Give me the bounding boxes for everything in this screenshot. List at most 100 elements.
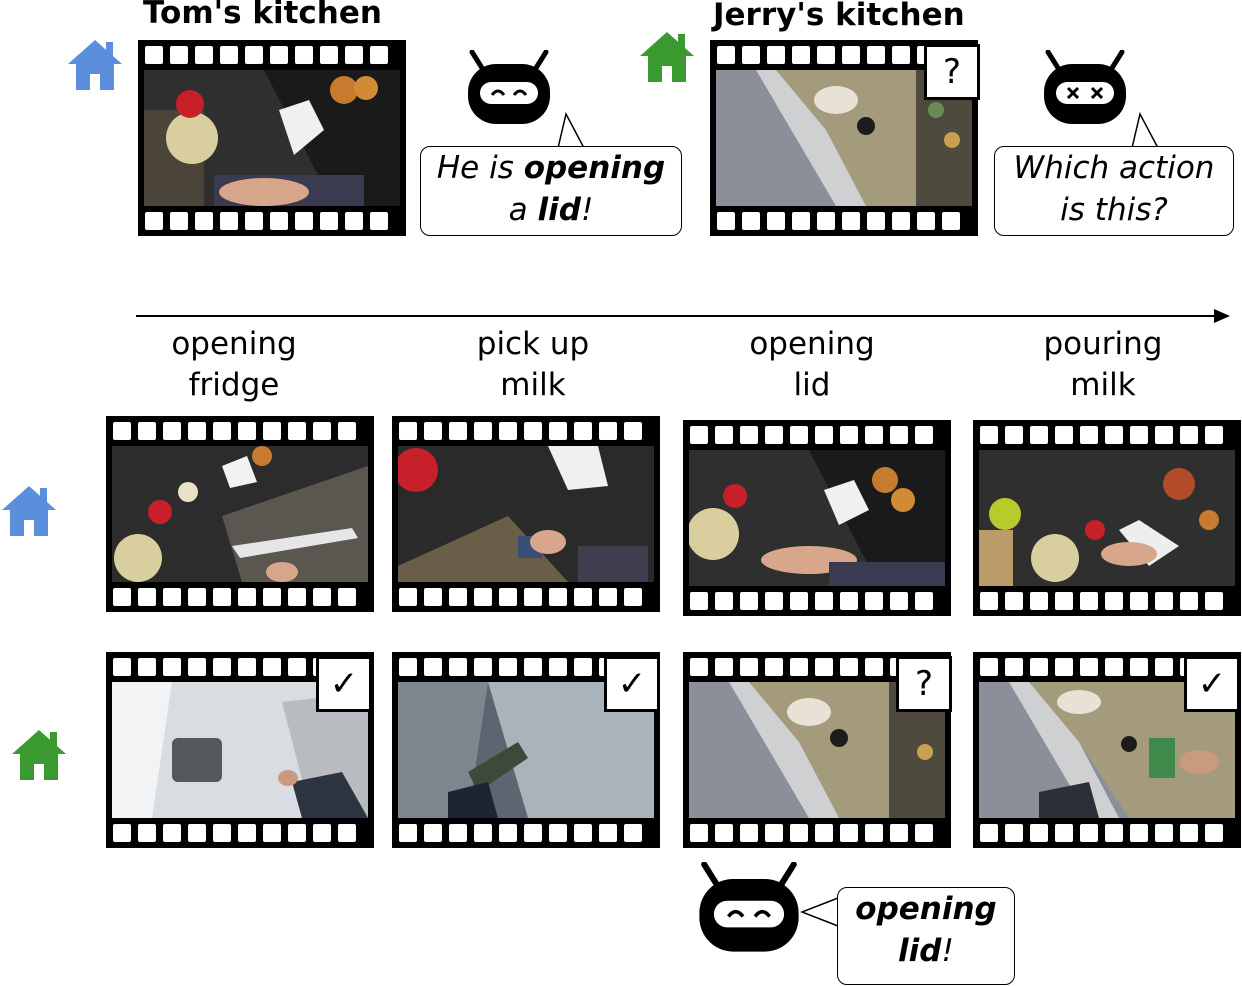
film-strip-tom-top [138,40,406,236]
film-sprocket-hole [942,212,960,230]
film-sprocket-hole [1030,658,1048,676]
question-icon: ? [896,656,952,712]
film-sprocket-hole [345,46,363,64]
film-sprocket-hole [865,658,883,676]
robot-icon-confused [1044,50,1126,124]
film-sprocket-hole [220,46,238,64]
film-sprocket-hole [767,46,785,64]
film-sprocket-hole [574,588,592,606]
film-sprocket-hole [1005,658,1023,676]
film-sprocket-hole [424,588,442,606]
film-strip-jerry-1 [106,652,374,848]
film-sprocket-hole [792,46,810,64]
film-sprocket-hole [113,422,131,440]
robot-speech-bubble-jerry: Which action is this? [994,146,1234,236]
film-sprocket-hole [624,588,642,606]
video-frame-tom-opening-fridge [112,446,368,582]
film-sprocket-hole [449,588,467,606]
film-sprocket-hole [288,588,306,606]
robot-speech-bubble-tom: He is opening a lid! [420,146,682,236]
video-frame-tom-pouring-milk [979,450,1235,586]
film-sprocket-hole [213,422,231,440]
film-sprocket-hole [792,212,810,230]
film-sprocket-hole [1155,592,1173,610]
house-icon-jerry [640,32,694,82]
film-sprocket-hole [917,212,935,230]
film-sprocket-hole [499,824,517,842]
film-sprocket-hole [915,426,933,444]
film-sprocket-hole [742,212,760,230]
film-sprocket-hole [188,658,206,676]
film-sprocket-hole [1080,592,1098,610]
film-sprocket-hole [1180,426,1198,444]
film-sprocket-hole [188,422,206,440]
film-sprocket-hole [474,588,492,606]
film-sprocket-hole [1130,824,1148,842]
film-sprocket-hole [1030,426,1048,444]
film-sprocket-hole [1080,658,1098,676]
film-sprocket-hole [1155,658,1173,676]
film-sprocket-hole [1030,824,1048,842]
video-frame-jerry-opening-fridge [112,682,368,818]
film-holes [710,206,978,236]
film-sprocket-hole [1080,426,1098,444]
film-sprocket-hole [263,824,281,842]
check-icon: ✓ [1184,656,1240,712]
check-icon: ✓ [316,656,372,712]
film-sprocket-hole [1005,824,1023,842]
film-sprocket-hole [740,426,758,444]
film-sprocket-hole [840,426,858,444]
film-sprocket-hole [163,658,181,676]
film-sprocket-hole [740,824,758,842]
film-sprocket-hole [1105,658,1123,676]
film-sprocket-hole [499,422,517,440]
film-sprocket-hole [1155,426,1173,444]
film-sprocket-hole [188,824,206,842]
film-sprocket-hole [188,588,206,606]
film-sprocket-hole [288,658,306,676]
film-sprocket-hole [767,212,785,230]
film-sprocket-hole [715,592,733,610]
film-sprocket-hole [817,46,835,64]
film-sprocket-hole [1055,592,1073,610]
film-sprocket-hole [499,588,517,606]
film-sprocket-hole [213,658,231,676]
film-sprocket-hole [399,588,417,606]
bubble-tail [1131,112,1159,149]
film-sprocket-hole [524,824,542,842]
film-sprocket-hole [549,588,567,606]
film-sprocket-hole [574,422,592,440]
film-sprocket-hole [574,824,592,842]
film-sprocket-hole [474,824,492,842]
film-sprocket-hole [840,592,858,610]
jerry-kitchen-title: Jerry's kitchen [713,0,965,33]
film-sprocket-hole [449,824,467,842]
film-sprocket-hole [1055,658,1073,676]
film-sprocket-hole [113,658,131,676]
film-sprocket-hole [399,658,417,676]
film-sprocket-hole [499,658,517,676]
film-sprocket-hole [270,212,288,230]
tom-kitchen-title: Tom's kitchen [143,0,382,31]
robot-icon-happy [468,50,550,124]
film-sprocket-hole [865,426,883,444]
film-sprocket-hole [338,824,356,842]
film-sprocket-hole [624,824,642,842]
film-sprocket-hole [263,658,281,676]
film-sprocket-hole [195,212,213,230]
film-sprocket-hole [313,588,331,606]
film-sprocket-hole [765,824,783,842]
film-sprocket-hole [345,212,363,230]
house-icon-tom [68,40,122,90]
film-sprocket-hole [138,588,156,606]
film-sprocket-hole [892,212,910,230]
film-sprocket-hole [163,588,181,606]
film-sprocket-hole [890,592,908,610]
film-sprocket-hole [238,824,256,842]
film-sprocket-hole [740,658,758,676]
film-sprocket-hole [474,658,492,676]
question-icon: ? [924,44,980,100]
